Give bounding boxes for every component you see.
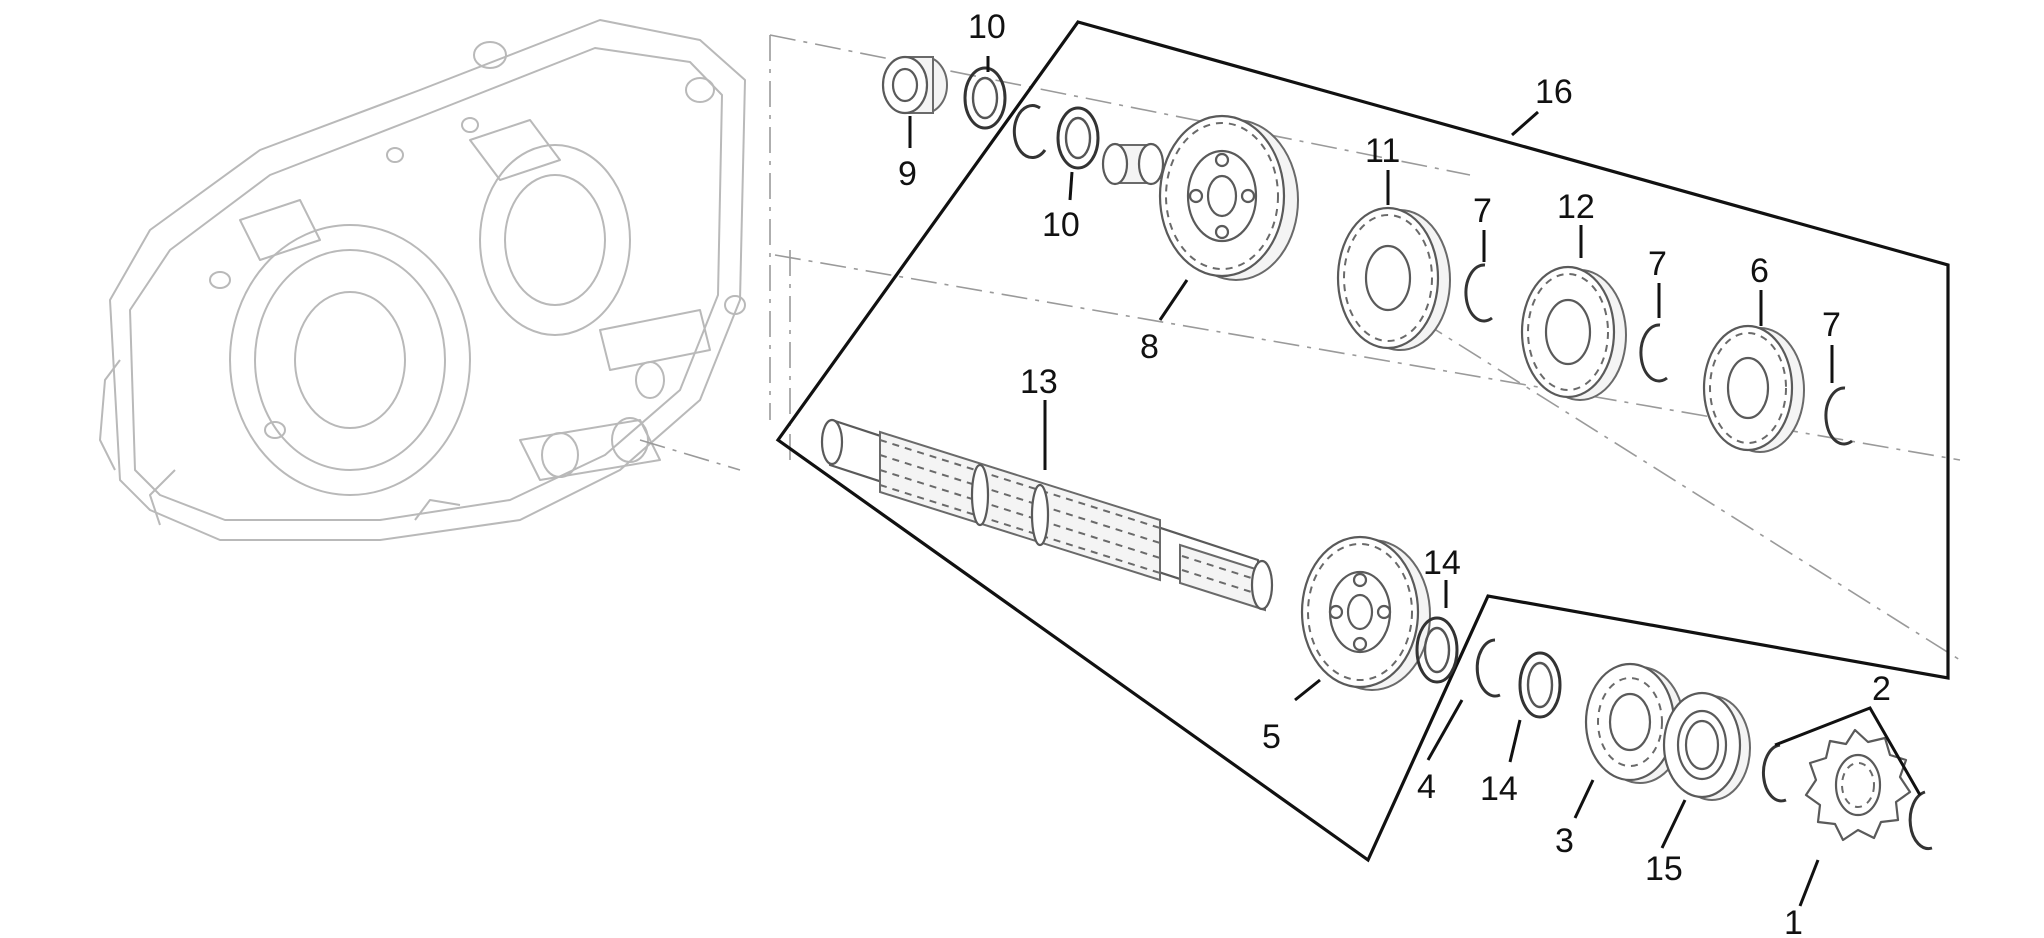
shaft-13: [820, 418, 1274, 612]
callout-14b: 14: [1480, 770, 1518, 808]
callout-5: 5: [1262, 718, 1281, 756]
washer-10-mid: [1056, 106, 1100, 170]
needle-bearing-9: [881, 55, 948, 115]
washer-14-a: [1415, 616, 1459, 684]
oil-seal-15: [1662, 691, 1751, 801]
washer-10-top: [963, 66, 1007, 130]
circlip-7a: [1464, 263, 1493, 323]
callouts: 10 9 10 8 11 7 12 7 6 7 16 13 14 5 4 14 …: [898, 8, 1891, 938]
callout-14a: 14: [1423, 544, 1461, 582]
washer-14-b: [1518, 651, 1562, 719]
callout-10-top: 10: [968, 8, 1006, 46]
bushing: [1101, 142, 1165, 186]
circlip-4: [1475, 638, 1501, 698]
circlip-2a: [1761, 743, 1787, 803]
callout-13: 13: [1020, 363, 1058, 401]
bearing-3: [1584, 662, 1685, 784]
callout-2: 2: [1872, 670, 1891, 708]
callout-11: 11: [1365, 132, 1400, 170]
callout-3: 3: [1555, 822, 1574, 860]
callout-12: 12: [1557, 188, 1595, 226]
group-16-frame: [775, 20, 1950, 863]
callout-4: 4: [1417, 768, 1436, 806]
gear-8: [1158, 114, 1299, 281]
callout-8: 8: [1140, 328, 1159, 366]
leader-lines: [908, 56, 1922, 907]
circlip-7c: [1824, 386, 1853, 446]
callout-6: 6: [1750, 252, 1769, 290]
callout-15: 15: [1645, 850, 1683, 888]
callout-7c: 7: [1822, 306, 1841, 344]
gear-11: [1336, 206, 1451, 351]
callout-16: 16: [1535, 73, 1573, 111]
crankcase-ghost: [99, 19, 746, 541]
callout-1: 1: [1784, 904, 1803, 938]
circlip-upper: [1012, 104, 1047, 160]
circlip-2b: [1908, 790, 1933, 850]
callout-7b: 7: [1648, 245, 1667, 283]
gear-6: [1702, 324, 1805, 453]
gear-5: [1300, 535, 1431, 691]
gear-12: [1520, 265, 1627, 401]
callout-9: 9: [898, 155, 917, 193]
callout-10-mid: 10: [1042, 206, 1080, 244]
callout-7a: 7: [1473, 192, 1492, 230]
sprocket-1: [1804, 728, 1912, 842]
circlip-7b: [1639, 323, 1668, 383]
